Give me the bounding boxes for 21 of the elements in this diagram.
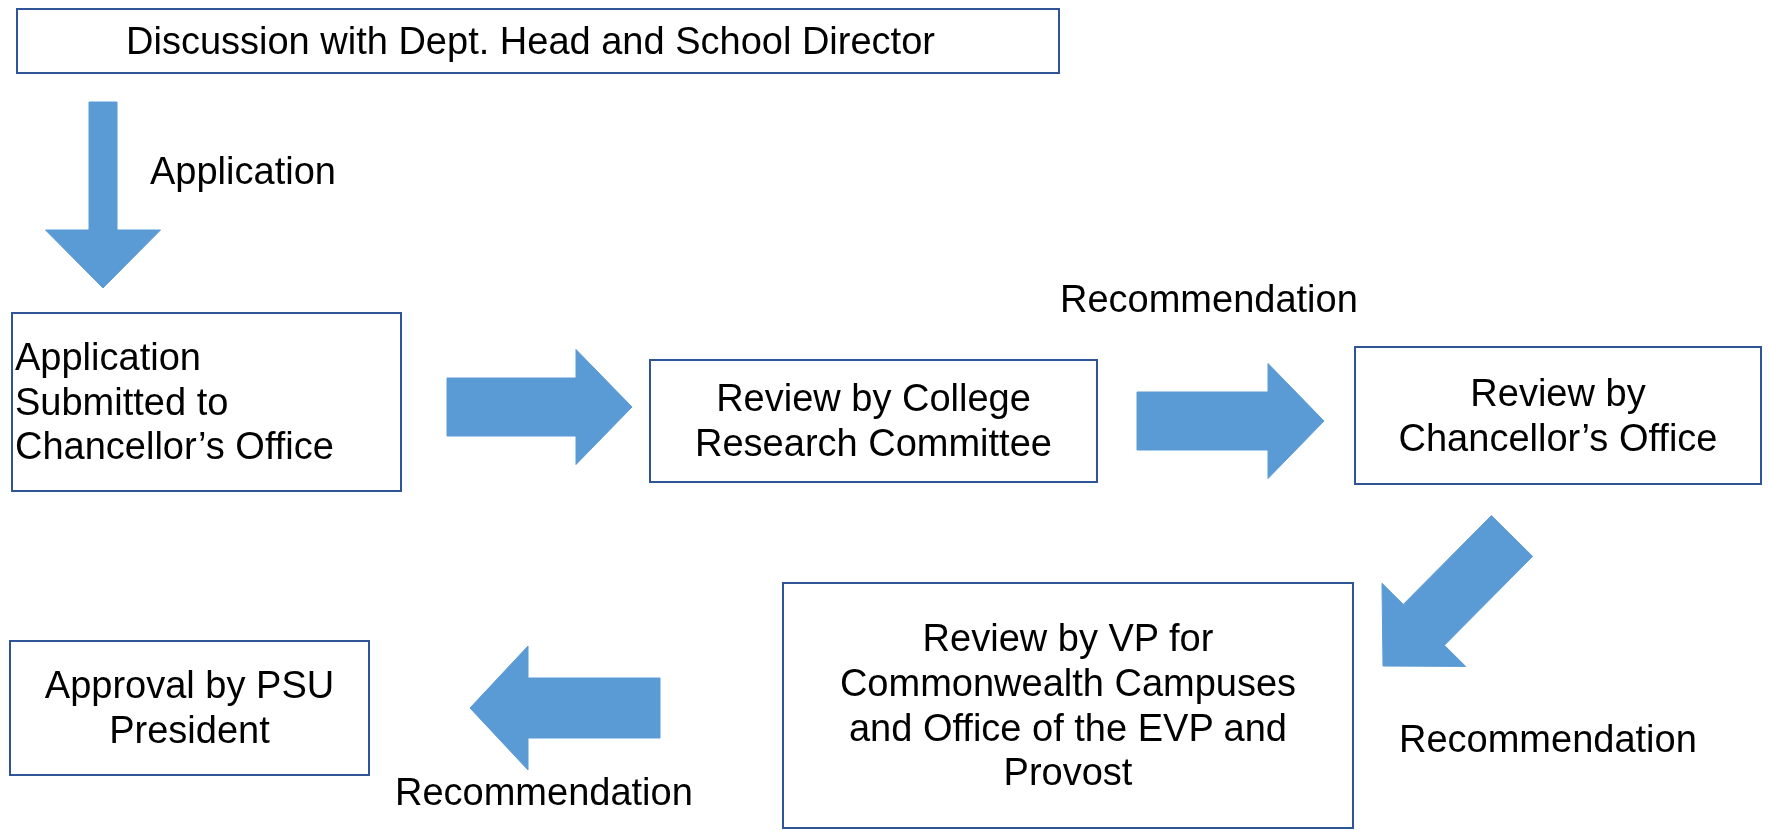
process-box <box>649 359 1098 483</box>
box-text: Review by Chancellor’s Office <box>1397 370 1719 461</box>
edge-label: Recommendation <box>395 771 693 814</box>
process-box <box>11 312 402 492</box>
process-box <box>782 582 1354 829</box>
edge-label: Application <box>150 150 336 193</box>
block-arrow <box>469 645 661 771</box>
box-text: Review by College Research Committee <box>694 376 1053 466</box>
process-box <box>1354 346 1762 485</box>
edge-label: Recommendation <box>1060 278 1358 321</box>
box-text: Application Submitted to Chancellor’s Office <box>15 334 335 470</box>
block-arrow <box>446 349 633 465</box>
box-text: Approval by PSU President <box>43 663 336 753</box>
block-arrow <box>1381 515 1534 667</box>
block-arrow <box>45 101 161 289</box>
block-arrow <box>1136 363 1325 479</box>
process-box <box>9 640 370 776</box>
box-text: Discussion with Dept. Head and School Director <box>126 18 935 64</box>
box-text: Review by VP for Commonwealth Campuses and Office of the EVP and Provost <box>838 615 1298 796</box>
process-box <box>16 8 1060 74</box>
edge-label: Recommendation <box>1399 718 1697 761</box>
